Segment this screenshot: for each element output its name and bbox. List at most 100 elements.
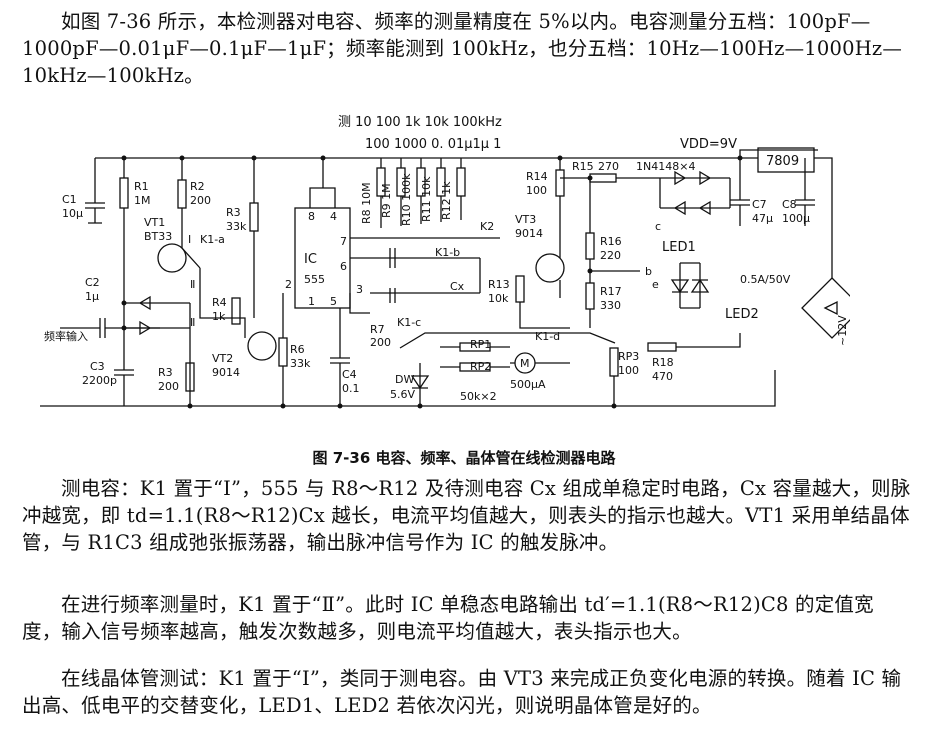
svg-text:RP2: RP2 xyxy=(470,360,491,373)
transistor-vt2 xyxy=(247,331,277,361)
svg-text:R13: R13 xyxy=(488,278,510,291)
svg-text:47μ: 47μ xyxy=(752,212,773,225)
svg-text:R8 10M: R8 10M xyxy=(360,182,373,224)
transistor-paragraph: 在线晶体管测试：K1 置于“Ⅰ”，类同于测电容。由 VT3 来完成正负变化电源的… xyxy=(22,667,902,717)
svg-text:RP1: RP1 xyxy=(470,338,491,351)
svg-text:R6: R6 xyxy=(290,343,305,356)
resistor-r2 xyxy=(177,179,187,209)
svg-text:c: c xyxy=(655,220,661,233)
svg-text:R2: R2 xyxy=(190,180,205,193)
svg-text:C8: C8 xyxy=(782,198,797,211)
svg-text:RP3: RP3 xyxy=(618,350,639,363)
potentiometer-rp3 xyxy=(609,347,619,377)
range-capacitors xyxy=(370,248,480,303)
svg-text:555: 555 xyxy=(304,273,325,286)
svg-text:R7: R7 xyxy=(370,323,385,336)
resistor-r6 xyxy=(278,337,288,367)
svg-text:LED2: LED2 xyxy=(725,307,759,322)
capacitor-c4 xyxy=(330,357,350,406)
svg-text:VT1: VT1 xyxy=(144,216,165,229)
svg-text:4: 4 xyxy=(330,210,337,223)
svg-text:R3: R3 xyxy=(226,206,241,219)
svg-text:R1: R1 xyxy=(134,180,149,193)
svg-text:1k: 1k xyxy=(212,310,226,323)
svg-text:R9 1M: R9 1M xyxy=(380,183,393,218)
supply-label: VDD=9V xyxy=(680,137,737,152)
resistor-r13 xyxy=(515,275,525,303)
capacitor-c8 xyxy=(795,158,815,226)
resistor-r18 xyxy=(647,342,677,352)
svg-text:7809: 7809 xyxy=(766,154,799,169)
svg-text:VT3: VT3 xyxy=(515,213,536,226)
svg-text:1N4148×4: 1N4148×4 xyxy=(636,160,695,173)
svg-text:R3: R3 xyxy=(158,366,173,379)
svg-text:K1-d: K1-d xyxy=(535,330,560,343)
svg-text:6: 6 xyxy=(340,260,347,273)
svg-text:C3: C3 xyxy=(90,360,105,373)
diode-bridge xyxy=(659,170,731,216)
svg-text:7: 7 xyxy=(340,235,347,248)
resistor-r1 xyxy=(119,177,129,209)
freq-range-labels: 测 10 100 1k 10k 100kHz xyxy=(338,115,502,130)
svg-text:10μ: 10μ xyxy=(62,207,83,220)
svg-text:~12V: ~12V xyxy=(836,315,849,346)
svg-text:470: 470 xyxy=(652,370,673,383)
svg-text:K2: K2 xyxy=(480,220,494,233)
svg-text:BT33: BT33 xyxy=(144,230,172,243)
svg-text:DW: DW xyxy=(395,373,414,386)
capacitance-paragraph: 测电容：K1 置于“Ⅰ”，555 与 R8～R12 及待测电容 Cx 组成单稳定… xyxy=(22,477,911,554)
svg-text:200: 200 xyxy=(158,380,179,393)
svg-text:Cx: Cx xyxy=(450,280,465,293)
capacitor-c3 xyxy=(114,258,134,406)
svg-text:Ⅱ: Ⅱ xyxy=(190,316,195,329)
svg-text:270: 270 xyxy=(598,160,619,173)
svg-text:e: e xyxy=(652,278,659,291)
svg-text:1μ: 1μ xyxy=(85,290,99,303)
svg-text:R17: R17 xyxy=(600,285,622,298)
resistor-r14 xyxy=(555,169,565,197)
switch-k1d xyxy=(520,332,616,344)
svg-text:100μ: 100μ xyxy=(782,212,810,225)
svg-text:10k: 10k xyxy=(488,292,509,305)
svg-text:C7: C7 xyxy=(752,198,767,211)
svg-text:33k: 33k xyxy=(226,220,247,233)
svg-text:Ⅱ: Ⅱ xyxy=(190,278,195,291)
svg-text:R15: R15 xyxy=(572,160,594,173)
resistor-r3-200 xyxy=(185,362,195,392)
svg-text:R18: R18 xyxy=(652,356,674,369)
svg-text:9014: 9014 xyxy=(212,366,240,379)
svg-text:0.5A/50V: 0.5A/50V xyxy=(740,273,791,286)
transistor-vt3 xyxy=(535,253,565,283)
svg-text:LED1: LED1 xyxy=(662,240,696,255)
svg-text:I: I xyxy=(188,233,191,246)
resistor-r4 xyxy=(231,297,241,325)
svg-text:R4: R4 xyxy=(212,296,227,309)
svg-text:C1: C1 xyxy=(62,193,77,206)
bridge-rectifier xyxy=(801,277,850,339)
svg-text:50k×2: 50k×2 xyxy=(460,390,497,403)
svg-text:C2: C2 xyxy=(85,276,100,289)
svg-text:R10 100k: R10 100k xyxy=(400,173,413,226)
svg-text:3: 3 xyxy=(356,283,363,296)
led2 xyxy=(690,263,710,308)
svg-text:C4: C4 xyxy=(342,368,357,381)
svg-text:200: 200 xyxy=(190,194,211,207)
resistor-r17 xyxy=(585,282,595,310)
svg-text:200: 200 xyxy=(370,336,391,349)
svg-text:500μA: 500μA xyxy=(510,378,546,391)
svg-text:330: 330 xyxy=(600,299,621,312)
switch-k1a xyxy=(181,247,246,338)
intro-paragraph: 如图 7-36 所示，本检测器对电容、频率的测量精度在 5%以内。电容测量分五档… xyxy=(22,10,903,87)
svg-text:2: 2 xyxy=(285,278,292,291)
svg-text:K1-a: K1-a xyxy=(200,233,225,246)
svg-text:M: M xyxy=(520,357,530,370)
capacitor-c1 xyxy=(85,158,105,224)
zener-dw xyxy=(410,363,430,406)
svg-text:100: 100 xyxy=(618,364,639,377)
capacitor-c2 xyxy=(60,318,160,338)
resistor-r3-33k xyxy=(249,202,259,232)
svg-text:K1-c: K1-c xyxy=(397,316,421,329)
svg-text:1: 1 xyxy=(308,295,315,308)
capacitor-c7 xyxy=(730,158,750,226)
transistor-vt1 xyxy=(157,243,187,273)
